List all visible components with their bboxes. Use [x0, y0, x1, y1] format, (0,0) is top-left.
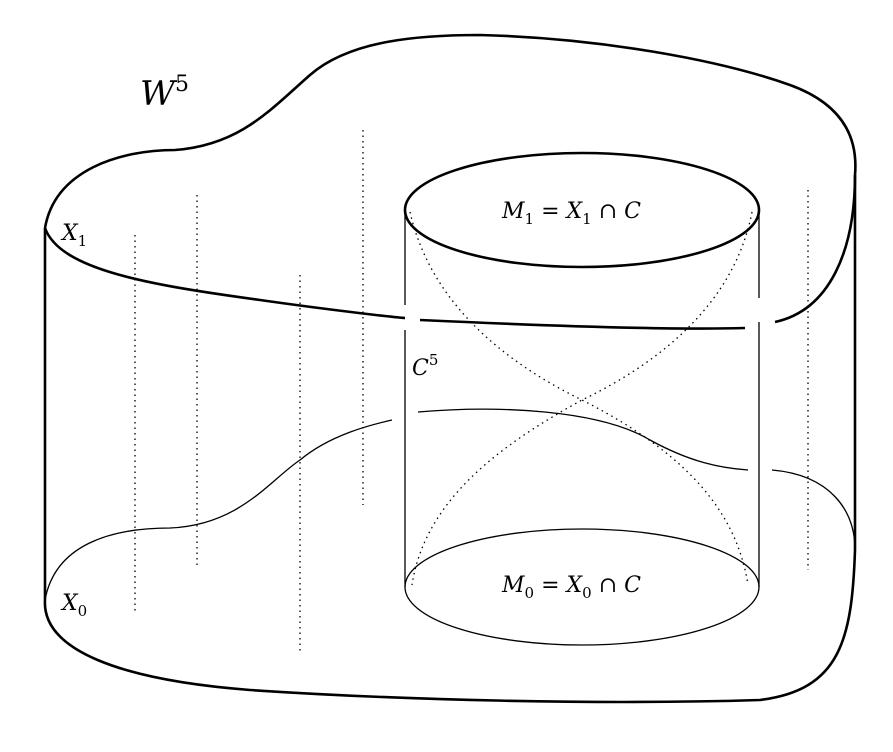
x0-back-boundary	[44, 408, 856, 601]
dotted-fibers	[134, 130, 809, 652]
m1-label: M1 = X1 ∩ C	[501, 199, 641, 228]
x0-front-boundary	[43, 549, 857, 704]
x0-label: X0	[60, 591, 87, 620]
x1-top-boundary	[43, 33, 857, 229]
m0-label: M0 = X0 ∩ C	[501, 573, 641, 602]
x1-front-boundary	[43, 174, 857, 330]
x1-label: X1	[60, 221, 87, 250]
c5-label: C5	[412, 351, 438, 381]
w5-label: W5	[140, 72, 189, 114]
